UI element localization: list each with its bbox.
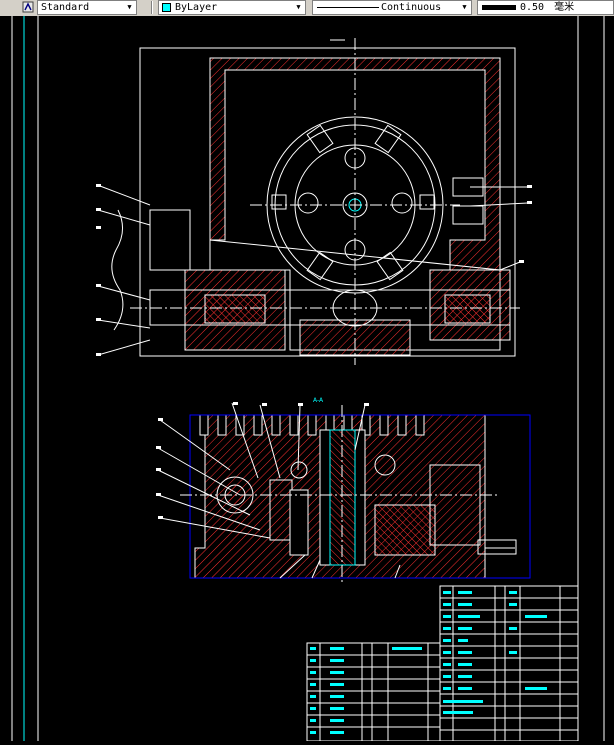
lineweight-unit: 毫米 <box>554 2 575 13</box>
text-style-value: Standard <box>41 2 90 13</box>
chevron-down-icon: ▼ <box>462 3 467 11</box>
lineweight-icon <box>482 5 516 10</box>
cad-drawing: A-A <box>11 16 605 742</box>
toolbar-separator <box>151 1 153 14</box>
linetype-value: Continuous <box>381 2 442 13</box>
bom-cell-marks <box>310 591 547 734</box>
bill-of-materials <box>306 585 579 742</box>
chevron-down-icon: ▼ <box>296 3 301 11</box>
linetype-select[interactable]: Continuous ▼ <box>312 0 472 15</box>
properties-toolbar: Standard ▼ ByLayer ▼ Continuous ▼ 0.50 毫… <box>0 0 614 17</box>
text-style-icon[interactable] <box>22 1 34 13</box>
color-value: ByLayer <box>175 2 218 13</box>
linetype-icon <box>317 7 379 8</box>
color-swatch-icon <box>162 3 171 12</box>
top-view-assembly <box>97 38 529 365</box>
lineweight-value: 0.50 <box>520 2 545 13</box>
color-select[interactable]: ByLayer ▼ <box>158 0 306 15</box>
drawing-canvas[interactable]: A-A <box>0 16 614 742</box>
chevron-down-icon: ▼ <box>127 3 132 11</box>
text-style-select[interactable]: Standard ▼ <box>37 0 137 15</box>
lineweight-select[interactable]: 0.50 毫米 <box>477 0 614 15</box>
balloon-marks <box>96 184 532 519</box>
section-view-assembly: A-A <box>157 397 531 585</box>
section-label: A-A <box>313 397 324 404</box>
bom-row-lines <box>307 597 578 731</box>
